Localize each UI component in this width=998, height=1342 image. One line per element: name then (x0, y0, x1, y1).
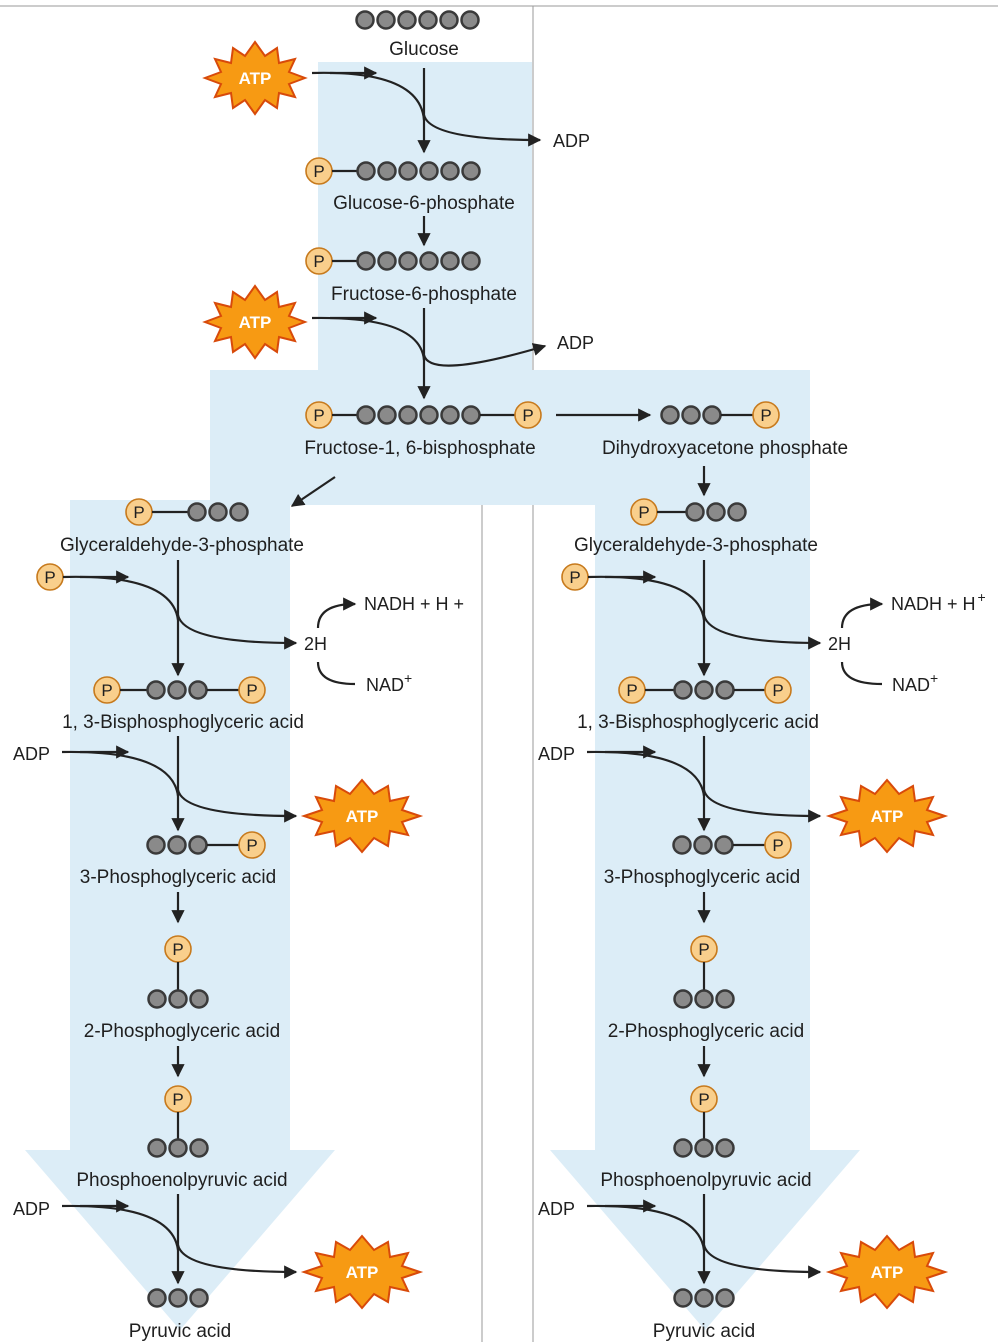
panel-frame (0, 5, 998, 1342)
two-h-label-left: 2H (304, 634, 327, 654)
svg-text:P: P (522, 406, 533, 425)
svg-text:P: P (569, 568, 580, 587)
nad-label-left: NAD+ (366, 670, 412, 695)
nadh-label-left: NADH + H+ (364, 594, 464, 614)
fructose-1-6-bisphosphate-label: Fructose-1, 6-bisphosphate (304, 438, 535, 459)
svg-text:ATP: ATP (239, 69, 272, 88)
bpg-label-left: 1, 3-Bisphosphoglyceric acid (62, 712, 304, 733)
adp-label-right-2: ADP (538, 1199, 575, 1219)
svg-text:ATP: ATP (239, 313, 272, 332)
left-branch: P Glyceraldehyde-3-phosphate P 2H NADH +… (13, 498, 464, 1342)
pep-label-left: Phosphoenolpyruvic acid (76, 1170, 287, 1191)
adp-label-1: ADP (553, 131, 590, 151)
atp-starburst-icon: ATP (300, 778, 424, 854)
g3p-label-right: Glyceraldehyde-3-phosphate (574, 535, 818, 556)
nad-label-right: NAD+ (892, 670, 938, 695)
adp-label-left-1: ADP (13, 744, 50, 764)
pyruvic-label-left: Pyruvic acid (129, 1321, 231, 1342)
dihydroxyacetone-phosphate-molecule: P (660, 401, 780, 429)
bpg-molecule-left: P P (93, 676, 266, 704)
pga2-label-right: 2-Phosphoglyceric acid (608, 1021, 804, 1042)
svg-text:P: P (313, 162, 324, 181)
pga2-label-left: 2-Phosphoglyceric acid (84, 1021, 280, 1042)
pep-label-right: Phosphoenolpyruvic acid (600, 1170, 811, 1191)
g3p-molecule-right: P (630, 498, 747, 526)
atp-starburst-icon: ATP (300, 1234, 424, 1310)
svg-text:P: P (698, 940, 709, 959)
glucose-label: Glucose (389, 39, 459, 60)
right-branch: P Glyceraldehyde-3-phosphate P 2H NADH +… (538, 498, 986, 1342)
pyruvic-molecule-left (147, 1288, 209, 1308)
adp-label-2: ADP (557, 333, 594, 353)
pyruvic-label-right: Pyruvic acid (653, 1321, 755, 1342)
pga3-label-left: 3-Phosphoglyceric acid (80, 867, 276, 888)
adp-label-right-1: ADP (538, 744, 575, 764)
adp-output-arrow-1 (422, 114, 542, 147)
svg-text:P: P (772, 836, 783, 855)
pga3-molecule-right: P (672, 831, 792, 859)
svg-text:P: P (246, 836, 257, 855)
glucose-molecule (355, 10, 480, 30)
bpg-label-right: 1, 3-Bisphosphoglyceric acid (577, 712, 819, 733)
pep-molecule-right: P (673, 1085, 735, 1158)
svg-text:ATP: ATP (346, 1263, 379, 1282)
pep-molecule-left: P (147, 1085, 209, 1158)
glucose-6-phosphate-label: Glucose-6-phosphate (333, 193, 515, 214)
svg-text:P: P (638, 503, 649, 522)
svg-text:P: P (772, 681, 783, 700)
two-h-label-right: 2H (828, 634, 851, 654)
nadh-label-right: NADH + H+ (891, 589, 986, 614)
svg-text:P: P (172, 940, 183, 959)
split-arrow-left (290, 476, 336, 507)
svg-text:ATP: ATP (346, 807, 379, 826)
svg-text:P: P (313, 406, 324, 425)
svg-text:P: P (133, 503, 144, 522)
dihydroxyacetone-phosphate-label: Dihydroxyacetone phosphate (602, 438, 848, 459)
svg-text:P: P (101, 681, 112, 700)
svg-text:P: P (44, 568, 55, 587)
atp-starburst-icon: ATP (825, 1234, 949, 1310)
atp-starburst-icon: ATP (202, 284, 308, 360)
svg-text:P: P (760, 406, 771, 425)
pga2-molecule-right: P (673, 935, 735, 1009)
adp-label-left-2: ADP (13, 1199, 50, 1219)
fructose-1-6-bisphosphate-molecule: P P (305, 401, 542, 429)
svg-text:P: P (626, 681, 637, 700)
glucose-6-phosphate-molecule: P (305, 157, 481, 185)
g3p-label-left: Glyceraldehyde-3-phosphate (60, 535, 304, 556)
svg-text:P: P (246, 681, 257, 700)
svg-text:ATP: ATP (871, 1263, 904, 1282)
svg-text:P: P (172, 1090, 183, 1109)
bpg-molecule-right: P P (618, 676, 792, 704)
pga3-label-right: 3-Phosphoglyceric acid (604, 867, 800, 888)
svg-text:P: P (698, 1090, 709, 1109)
atp-starburst-icon: ATP (202, 40, 308, 116)
g3p-molecule-left: P (125, 498, 249, 526)
pga3-molecule-left: P (146, 831, 266, 859)
atp-starburst-icon: ATP (825, 778, 949, 854)
adp-output-arrow-2 (422, 343, 547, 367)
fructose-6-phosphate-label: Fructose-6-phosphate (331, 284, 517, 305)
svg-text:P: P (313, 252, 324, 271)
fructose-6-phosphate-molecule: P (305, 247, 481, 275)
svg-text:ATP: ATP (871, 807, 904, 826)
pyruvic-molecule-right (673, 1288, 735, 1308)
pga2-molecule-left: P (147, 935, 209, 1009)
